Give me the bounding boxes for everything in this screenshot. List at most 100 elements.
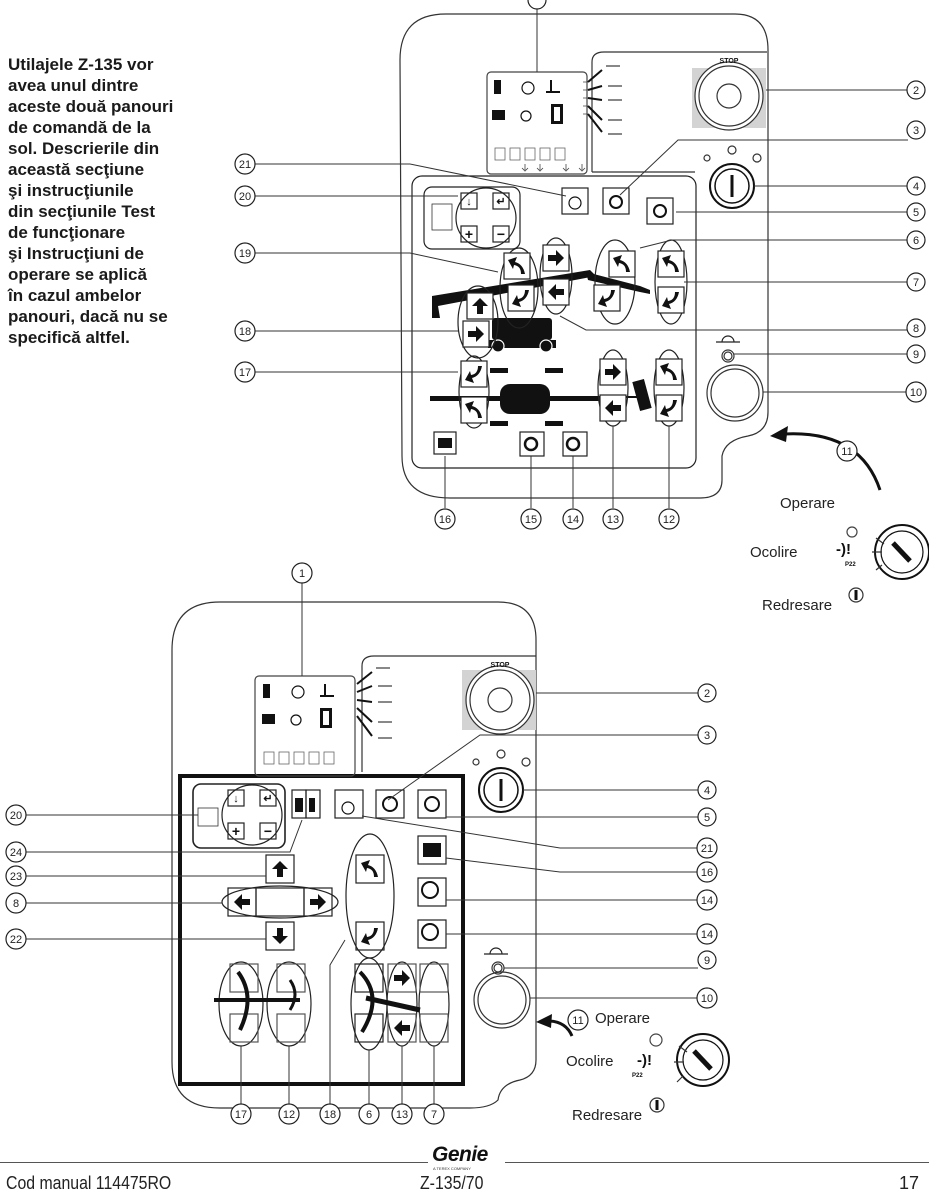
- battery-power-button-bottom[interactable]: [417, 835, 447, 865]
- platform-overload-light-bottom: [484, 947, 508, 975]
- menu-symbol-icon: [431, 203, 453, 231]
- intro-line: panouri, dacă nu se: [8, 307, 168, 326]
- callout-4-bottom: 4: [697, 780, 717, 800]
- battery-power-button[interactable]: [433, 431, 457, 455]
- callout-14: 14: [562, 508, 584, 530]
- callout-4: 4: [906, 176, 926, 196]
- boom-silhouette-bottom: [365, 995, 421, 1013]
- menu-plus-button[interactable]: +: [460, 225, 478, 243]
- svg-text:↵: ↵: [263, 793, 272, 805]
- menu-down-button-bottom[interactable]: ↓: [227, 789, 245, 807]
- menu-minus-button-bottom[interactable]: −: [259, 822, 277, 840]
- svg-text:9: 9: [704, 955, 710, 967]
- intro-line: operare se aplică: [8, 265, 147, 284]
- machine-icon: [255, 887, 305, 917]
- svg-text:20: 20: [10, 810, 22, 822]
- primary-boom-extend-retract-buttons[interactable]: [539, 237, 573, 315]
- intro-line: aceste două panouri: [8, 97, 174, 116]
- arc-arrow: [783, 432, 882, 491]
- intro-line: de funcţionare: [8, 223, 126, 242]
- high-idle-button[interactable]: [562, 431, 588, 457]
- svg-text:−: −: [497, 226, 505, 242]
- turntable-rotate-buttons-upper[interactable]: [457, 285, 499, 359]
- engine-start-button-bottom[interactable]: [375, 789, 405, 819]
- secondary-boom-buttons[interactable]: [593, 239, 636, 325]
- svg-text:7: 7: [913, 277, 919, 289]
- intro-line: sol. Descrierile din: [8, 139, 160, 158]
- emergency-stop-button[interactable]: STOP: [692, 58, 766, 131]
- callout-24-bottom: 24: [5, 841, 27, 863]
- svg-text:14: 14: [701, 929, 713, 941]
- svg-text:18: 18: [324, 1109, 336, 1121]
- svg-text:3: 3: [704, 730, 710, 742]
- brand-tagline: A TEREX COMPANY: [433, 1166, 471, 1171]
- callout-13: 13: [602, 508, 624, 530]
- emergency-stop-button-bottom[interactable]: STOP: [462, 662, 536, 735]
- turntable-rotate-buttons-bottom[interactable]: [218, 961, 264, 1047]
- callout-9: 9: [906, 344, 926, 364]
- engine-start-button[interactable]: [602, 187, 630, 215]
- svg-text:1: 1: [299, 568, 305, 580]
- engine-stop-button[interactable]: [646, 197, 674, 225]
- menu-down-button[interactable]: ↓: [460, 192, 478, 210]
- secondary-boom-buttons-bottom[interactable]: [345, 833, 395, 959]
- callout-5: 5: [906, 202, 926, 222]
- jib-extend-buttons[interactable]: [597, 349, 629, 427]
- jib-updown-buttons-bottom[interactable]: [418, 961, 450, 1047]
- menu-plus-button-bottom[interactable]: +: [227, 822, 245, 840]
- primary-boom-updown-buttons[interactable]: [499, 247, 539, 329]
- callout-10-bottom: 10: [696, 987, 718, 1009]
- menu-minus-button[interactable]: −: [492, 225, 510, 243]
- intro-line: şi Instrucţiuni de: [8, 244, 145, 263]
- platform-rotate-buttons[interactable]: [653, 349, 685, 427]
- callout-8: 8: [906, 318, 926, 338]
- callout-2: 2: [906, 80, 926, 100]
- key-switch-detail[interactable]: -)! P22: [836, 524, 929, 603]
- glow-plug-button[interactable]: [561, 187, 589, 215]
- glow-plug-button-bottom[interactable]: [334, 789, 364, 819]
- intro-line: şi instrucţiunile: [8, 181, 134, 200]
- svg-text:11: 11: [841, 446, 852, 458]
- menu-enter-button[interactable]: ↵: [492, 192, 510, 210]
- intro-line: în cazul ambelor: [8, 286, 142, 305]
- coolant-temp-icon: [546, 80, 560, 93]
- high-idle-button-bottom[interactable]: [417, 877, 447, 907]
- leader-lines-bottom: [26, 582, 698, 1113]
- boom-extend-retract-buttons[interactable]: [221, 885, 339, 919]
- svg-text:8: 8: [13, 898, 19, 910]
- auxiliary-power-button-bottom[interactable]: [473, 971, 531, 1029]
- callout-19: 19: [234, 242, 256, 264]
- svg-text:↓: ↓: [466, 196, 472, 208]
- menu-enter-button-bottom[interactable]: ↵: [259, 789, 277, 807]
- svg-text:24: 24: [10, 847, 22, 859]
- callout-18: 18: [234, 320, 256, 342]
- key-recovery-label-bottom: Redresare: [572, 1107, 642, 1124]
- callout-6-bottom: 6: [358, 1103, 380, 1125]
- callout-12: 12: [658, 508, 680, 530]
- intro-line: avea unul dintre: [8, 76, 139, 95]
- key-switch-bottom[interactable]: [472, 749, 531, 813]
- svg-text:6: 6: [366, 1109, 372, 1121]
- leader-lines-top: [245, 8, 908, 508]
- boom-up-button[interactable]: [265, 854, 295, 884]
- svg-text:-)!: -)!: [637, 1052, 652, 1069]
- auxiliary-power-button[interactable]: [706, 364, 764, 422]
- low-idle-button-bottom[interactable]: [417, 919, 447, 949]
- svg-text:13: 13: [396, 1109, 408, 1121]
- svg-text:11: 11: [572, 1015, 583, 1027]
- intro-paragraph: Utilajele Z-135 vor avea unul dintre ace…: [8, 54, 208, 348]
- turntable-rotate-buttons[interactable]: [458, 355, 490, 429]
- intro-line: de comandă de la: [8, 118, 151, 137]
- jib-updown-buttons[interactable]: [654, 239, 688, 325]
- key-switch-detail-bottom[interactable]: -)! P22: [632, 1033, 730, 1113]
- engine-stop-button-bottom[interactable]: [417, 789, 447, 819]
- intro-line: Utilajele Z-135 vor: [8, 55, 154, 74]
- svg-text:13: 13: [607, 514, 619, 526]
- svg-text:12: 12: [283, 1109, 295, 1121]
- platform-rotate-buttons-bottom[interactable]: [266, 961, 312, 1047]
- high-idle-button-rabbit[interactable]: [519, 431, 545, 457]
- callout-14a-bottom: 14: [696, 889, 718, 911]
- glow-plug-icon: [520, 110, 532, 122]
- key-switch[interactable]: [703, 145, 762, 209]
- boom-down-button[interactable]: [265, 921, 295, 951]
